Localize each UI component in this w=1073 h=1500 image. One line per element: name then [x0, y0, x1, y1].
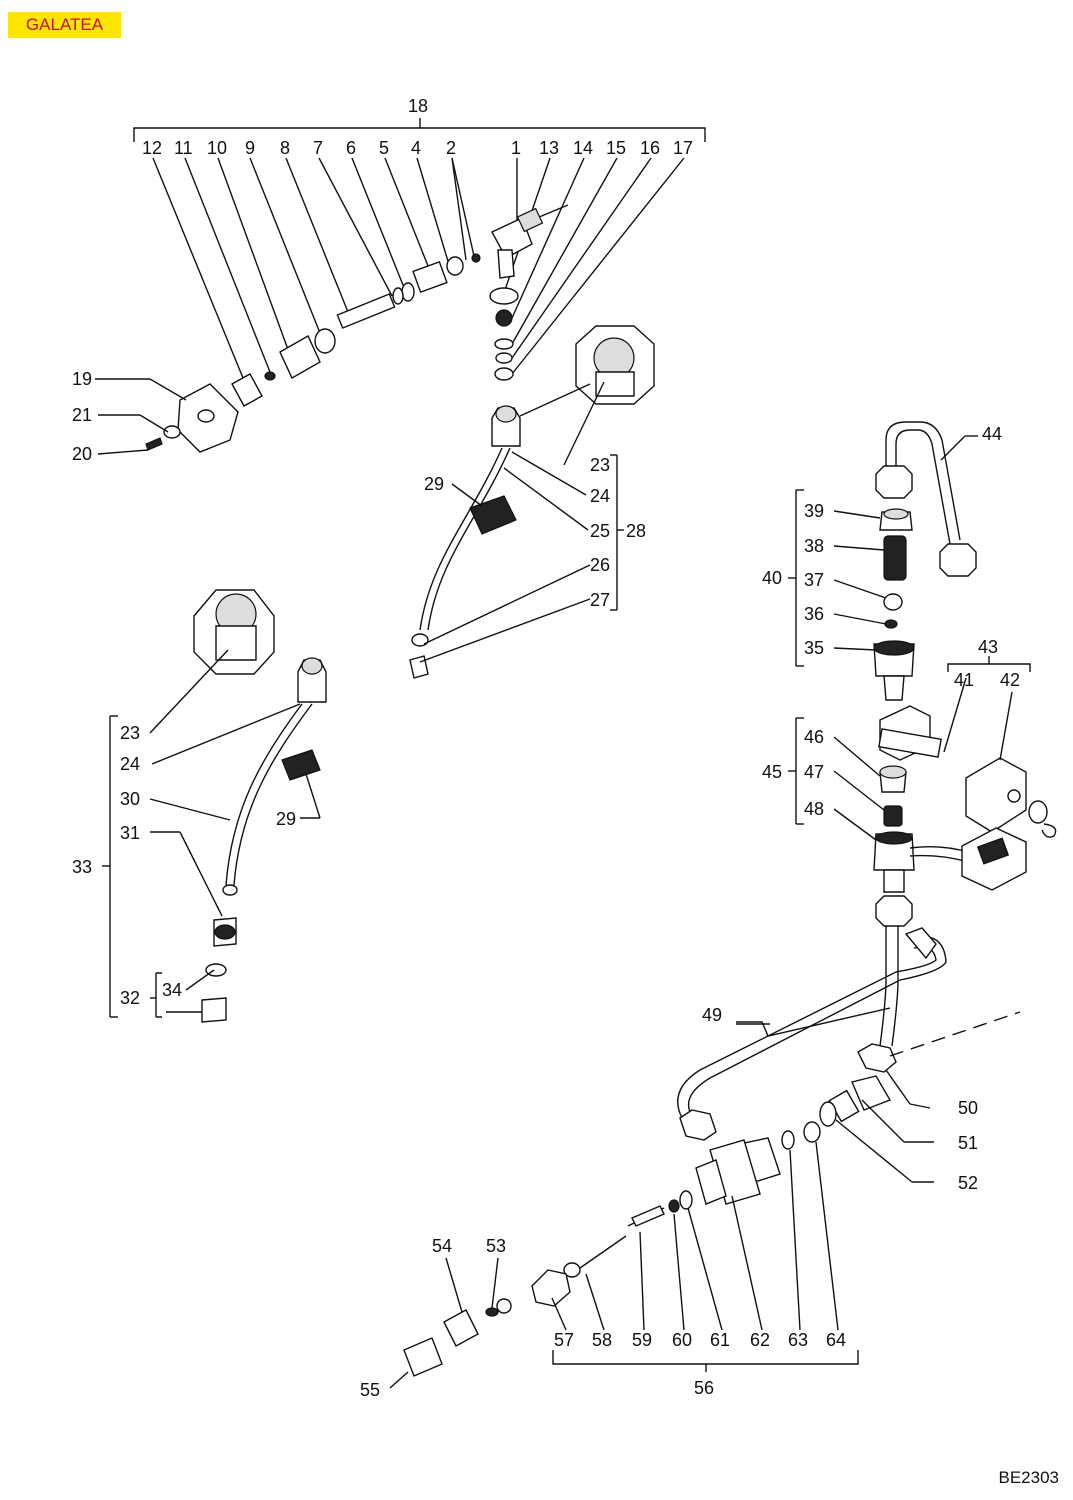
callout-58: 58 — [592, 1330, 612, 1350]
callout-16: 16 — [640, 138, 660, 158]
callout-44: 44 — [982, 424, 1002, 444]
callout-18: 18 — [408, 96, 428, 116]
callout-10: 10 — [207, 138, 227, 158]
callout-49: 49 — [702, 1005, 722, 1025]
callout-8: 8 — [280, 138, 290, 158]
pipe-49-and-fittings — [677, 895, 1021, 1183]
callout-63: 63 — [788, 1330, 808, 1350]
callout-26: 26 — [590, 555, 610, 575]
callout-7: 7 — [313, 138, 323, 158]
callout-31: 31 — [120, 823, 140, 843]
callout-6: 6 — [346, 138, 356, 158]
callout-54: 54 — [432, 1236, 452, 1256]
callout-11: 11 — [174, 138, 193, 158]
pressure-gauge-assembly-33 — [102, 589, 327, 1023]
callout-14: 14 — [573, 138, 593, 158]
callout-52: 52 — [958, 1173, 978, 1193]
callout-64: 64 — [826, 1330, 846, 1350]
callout-21: 21 — [72, 405, 92, 425]
callout-34: 34 — [162, 980, 182, 1000]
callout-29-top: 29 — [424, 474, 444, 494]
callout-57: 57 — [554, 1330, 574, 1350]
pipe-44 — [875, 421, 978, 577]
callout-39: 39 — [804, 501, 824, 521]
callout-36: 36 — [804, 604, 824, 624]
callout-35: 35 — [804, 638, 824, 658]
callout-27: 27 — [590, 590, 610, 610]
callout-9: 9 — [245, 138, 255, 158]
callout-28: 28 — [626, 521, 646, 541]
callout-43: 43 — [978, 637, 998, 657]
callout-20: 20 — [72, 444, 92, 464]
callout-12: 12 — [142, 138, 162, 158]
callout-25: 25 — [590, 521, 610, 541]
solenoid-43 — [878, 656, 1057, 838]
callout-45: 45 — [762, 762, 782, 782]
callout-41: 41 — [954, 670, 974, 690]
valve-parts-40 — [788, 489, 915, 701]
callout-19: 19 — [72, 369, 92, 389]
callout-59: 59 — [632, 1330, 652, 1350]
callout-37: 37 — [804, 570, 824, 590]
callout-61: 61 — [710, 1330, 730, 1350]
callout-15: 15 — [606, 138, 626, 158]
callout-24-left: 24 — [120, 754, 140, 774]
callout-1: 1 — [511, 138, 521, 158]
callout-40: 40 — [762, 568, 782, 588]
callout-47: 47 — [804, 762, 824, 782]
callout-23-left: 23 — [120, 723, 140, 743]
callout-24-top: 24 — [590, 486, 610, 506]
callout-2: 2 — [446, 138, 456, 158]
valve-assembly-parts — [95, 207, 544, 455]
callout-51: 51 — [958, 1133, 978, 1153]
callout-17: 17 — [673, 138, 693, 158]
callout-62: 62 — [750, 1330, 770, 1350]
callout-30: 30 — [120, 789, 140, 809]
valve-body-56 — [389, 1121, 859, 1389]
callout-48: 48 — [804, 799, 824, 819]
bracket-18 — [133, 118, 706, 142]
callout-13: 13 — [539, 138, 559, 158]
callout-33: 33 — [72, 857, 92, 877]
drawing-code: BE2303 — [998, 1468, 1060, 1487]
pressure-gauge-assembly-28 — [409, 325, 655, 679]
callout-4: 4 — [411, 138, 421, 158]
callout-56: 56 — [694, 1378, 714, 1398]
callout-46: 46 — [804, 727, 824, 747]
brand-badge: GALATEA — [8, 12, 121, 38]
leader-lines-top — [152, 157, 685, 379]
callout-50: 50 — [958, 1098, 978, 1118]
callout-42: 42 — [1000, 670, 1020, 690]
callout-38: 38 — [804, 536, 824, 556]
callout-55: 55 — [360, 1380, 380, 1400]
callout-5: 5 — [379, 138, 389, 158]
callout-23-top: 23 — [590, 455, 610, 475]
callout-60: 60 — [672, 1330, 692, 1350]
callout-53: 53 — [486, 1236, 506, 1256]
callout-32: 32 — [120, 988, 140, 1008]
valve-parts-45 — [788, 717, 1027, 893]
callout-29-left: 29 — [276, 809, 296, 829]
callout-labels: 18 12 11 10 9 8 7 6 5 4 2 1 13 14 15 16 … — [72, 96, 1020, 1400]
